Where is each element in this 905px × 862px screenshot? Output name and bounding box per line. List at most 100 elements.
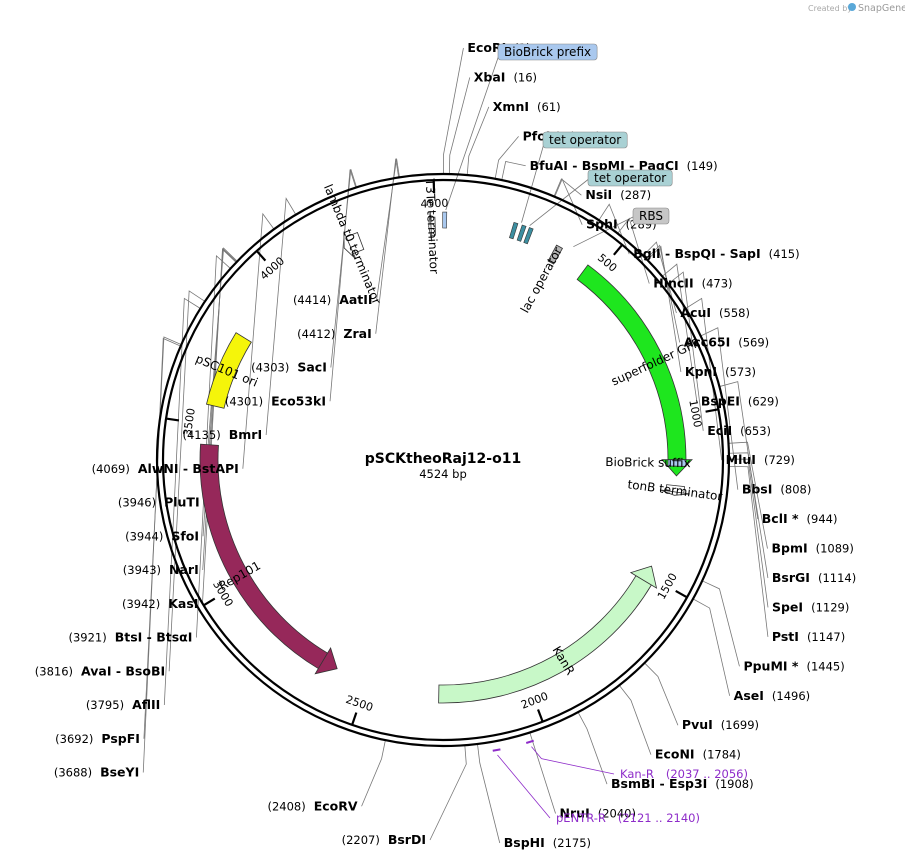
credit-created-by: Created by <box>808 4 852 13</box>
site-leader-line <box>692 598 731 696</box>
boxed-label-tet-operator[interactable]: tet operator <box>542 131 628 149</box>
site-ppumi[interactable]: PpuMI *(1445) <box>743 658 844 673</box>
site-nrui[interactable]: NruI (2040) <box>560 806 636 821</box>
site-nsii[interactable]: NsiI(287) <box>585 187 651 202</box>
primer-pentr-r[interactable]: pENTR-R(2121 .. 2140) <box>556 811 700 825</box>
site-leader-line <box>163 297 201 706</box>
tick-mark <box>203 597 216 607</box>
site-acui[interactable]: AcuI(558) <box>680 305 750 320</box>
site-bsmbi-esp3i[interactable]: BsmBI - Esp3I(1908) <box>611 776 754 791</box>
site-bbsi[interactable]: BbsI (808) <box>742 482 812 497</box>
site-econi[interactable]: EcoNI(1784) <box>655 747 741 762</box>
boxed-label-text: tet operator <box>549 133 621 147</box>
site-pvui[interactable]: PvuI (1699) <box>682 717 759 732</box>
site-bsrgi[interactable]: BsrGI(1114) <box>772 570 856 585</box>
site-alwni-bstapi[interactable]: AlwNI - BstAPI(4069) <box>92 461 239 476</box>
site-pspfi[interactable]: PspFI(3692) <box>55 731 140 746</box>
site-name: BsrGI <box>772 570 810 585</box>
site-pluti[interactable]: PluTI(3946) <box>118 495 200 510</box>
site-aflii[interactable]: AflII(3795) <box>86 697 160 712</box>
site-leader-line <box>728 452 769 579</box>
site-kasi[interactable]: KasI(3942) <box>122 596 198 611</box>
tick-label: 4000 <box>258 254 288 282</box>
site-zrai[interactable]: ZraI (4412) <box>297 326 372 341</box>
primer-mark <box>525 739 534 744</box>
site-position: (415) <box>769 247 800 261</box>
site-eco53ki[interactable]: Eco53kI(4301) <box>225 393 326 408</box>
site-mlui[interactable]: MluI(729) <box>726 452 795 467</box>
site-sfoi[interactable]: SfoI(3944) <box>125 528 199 543</box>
site-bpmi[interactable]: BpmI(1089) <box>771 541 853 556</box>
feature-tonb-terminator <box>659 484 690 496</box>
tick-mark <box>255 250 267 262</box>
tick-mark <box>705 408 719 413</box>
boxed-label-tet-operator[interactable]: tet operator <box>587 169 673 187</box>
site-position: (4412) <box>297 327 335 341</box>
restriction-sites: EcoRI(1)XbaI(16)XmnI(61)PfoI *(132)BfuAI… <box>35 40 856 850</box>
site-name: XmnI <box>493 99 529 114</box>
snapgene-logo-icon <box>848 3 856 11</box>
site-position: (2175) <box>553 836 591 850</box>
site-xbai[interactable]: XbaI(16) <box>474 69 537 84</box>
site-position: (573) <box>725 365 756 379</box>
site-leader-line <box>554 178 583 225</box>
primer-kan-r[interactable]: Kan-R(2037 .. 2056) <box>620 767 748 781</box>
site-name: BtsI - BtsαI <box>115 630 193 645</box>
feature-psc101-ori <box>206 332 252 409</box>
site-name: PstI <box>772 629 799 644</box>
site-saci[interactable]: SacI(4303) <box>251 360 327 375</box>
feature-t3te-terminator <box>428 211 436 242</box>
site-name: ZraI <box>343 326 371 341</box>
boxed-label-rbs[interactable]: RBS <box>632 207 670 225</box>
site-spei[interactable]: SpeI(1129) <box>772 599 849 614</box>
site-name: PvuI <box>682 717 713 732</box>
site-asei[interactable]: AseI(1496) <box>734 688 811 703</box>
site-leader-line <box>668 271 704 431</box>
site-kpni[interactable]: KpnI(573) <box>685 364 756 379</box>
site-bspei[interactable]: BspEI(629) <box>701 393 779 408</box>
primer-leader <box>531 746 615 775</box>
site-name: Eco53kI <box>271 393 326 408</box>
site-xmni[interactable]: XmnI(61) <box>493 99 561 114</box>
site-aatii[interactable]: AatII(4414) <box>293 292 373 307</box>
site-position: (629) <box>748 394 779 408</box>
tick-mark <box>165 417 180 422</box>
site-leader-line <box>501 161 526 181</box>
site-position: (1699) <box>721 718 759 732</box>
site-ecorv[interactable]: EcoRV(2408) <box>267 798 357 813</box>
site-position: (2040) <box>598 807 636 821</box>
tick-label: 4500 <box>420 197 448 211</box>
site-bsrdi[interactable]: BsrDI(2207) <box>342 832 426 847</box>
site-leader-line <box>618 685 652 755</box>
site-bmri[interactable]: BmrI(4135) <box>182 427 262 442</box>
site-nari[interactable]: NarI(3943) <box>123 562 199 577</box>
site-leader-line <box>685 297 723 461</box>
primer-leader <box>497 754 551 819</box>
site-hincii[interactable]: HincII(473) <box>653 276 732 291</box>
boxed-label-box <box>632 207 670 225</box>
tick-mark <box>613 244 624 256</box>
site-avai-bsobi[interactable]: AvaI - BsoBI(3816) <box>35 663 165 678</box>
site-name: PspFI <box>101 731 140 746</box>
site-bseyi[interactable]: BseYI(3688) <box>54 765 139 780</box>
site-leader-line <box>375 158 400 334</box>
site-name: BbsI <box>742 482 773 497</box>
site-name: BfuAI - BspMI - PaqCI <box>530 158 679 173</box>
feature-lac-operator <box>547 244 563 265</box>
site-leader-line <box>329 169 357 402</box>
site-position: (2408) <box>267 799 305 813</box>
site-bsphi[interactable]: BspHI(2175) <box>504 835 591 850</box>
site-position: (808) <box>780 483 811 497</box>
site-btsi-bts-i[interactable]: BtsI - BtsαI(3921) <box>68 630 192 645</box>
site-name: NruI <box>560 806 590 821</box>
feature-lambda-t0-terminator <box>343 231 365 260</box>
boxed-label-biobrick-prefix[interactable]: BioBrick prefix <box>497 43 598 61</box>
site-bcli[interactable]: BclI *(944) <box>762 511 838 526</box>
site-ecii[interactable]: EciI(653) <box>707 423 771 438</box>
site-acc65i[interactable]: Acc65I(569) <box>684 334 769 349</box>
site-psti[interactable]: PstI(1147) <box>772 629 845 644</box>
site-bfuai-bspmi-paqci[interactable]: BfuAI - BspMI - PaqCI(149) <box>530 158 718 173</box>
feature-rep101 <box>199 443 338 675</box>
site-leader-line <box>242 212 275 469</box>
site-bgli-bspqi-sapi[interactable]: BglI - BspQI - SapI(415) <box>633 246 799 261</box>
